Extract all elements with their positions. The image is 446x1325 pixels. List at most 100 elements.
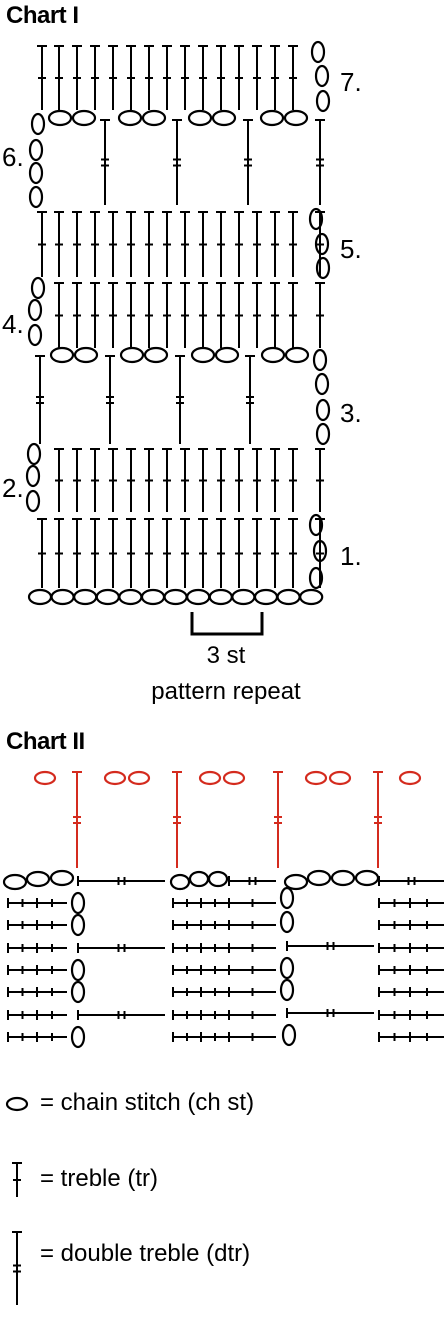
row-label-2: 2. [2,473,24,503]
chain-stitch [312,539,328,563]
double-treble-stitch [12,1231,22,1305]
double-treble-stitch [273,771,283,868]
chain-stitch [253,588,279,606]
chain-stitch [207,870,229,888]
treble-stitch [216,518,226,588]
treble-stitch [7,987,37,997]
treble-stitch [252,211,262,277]
chain-stitch [281,1023,297,1047]
treble-stitch [315,448,325,512]
double-treble-stitch [77,876,165,886]
chain-stitch [328,770,352,786]
treble-stitch [288,518,298,588]
treble-stitch [144,45,154,110]
treble-stitch [144,518,154,588]
chain-stitch [260,346,286,364]
treble-stitch [288,282,298,348]
treble-stitch [162,282,172,348]
chain-stitch [5,1096,29,1112]
treble-stitch [228,920,276,930]
treble-stitch [378,943,410,953]
treble-stitch [7,943,37,953]
treble-stitch [126,518,136,588]
treble-stitch [180,518,190,588]
treble-stitch [54,282,64,348]
chain-stitch [50,588,75,606]
double-treble-stitch [286,941,374,951]
treble-stitch [54,45,64,110]
treble-stitch [409,1010,444,1020]
treble-stitch [7,898,37,908]
chain-stitch [310,40,326,64]
treble-stitch [234,518,244,588]
treble-stitch [270,518,280,588]
row-label-4: 4. [2,309,24,339]
double-treble-stitch [243,119,253,205]
treble-stitch [12,1162,22,1197]
treble-stitch [270,282,280,348]
chain-stitch [208,588,233,606]
chain-stitch [222,770,246,786]
treble-stitch [409,943,444,953]
treble-stitch [144,211,154,277]
treble-stitch [108,211,118,277]
treble-stitch [7,920,37,930]
chain-stitch [28,138,44,162]
chart2-diagram [2,770,444,1049]
chain-stitch [73,346,99,364]
treble-stitch [172,1032,201,1042]
treble-stitch [162,518,172,588]
chain-stitch [143,346,169,364]
chain-stitch [169,873,191,891]
treble-stitch [180,45,190,110]
treble-stitch [172,920,201,930]
chain-stitch [211,109,237,127]
treble-stitch [180,448,190,512]
treble-stitch [90,211,100,277]
chain-stitch [214,346,240,364]
chain-stitch [283,109,309,127]
chart1-diagram [25,40,331,636]
treble-stitch [216,282,226,348]
chain-stitch [315,89,331,113]
treble-stitch [108,45,118,110]
treble-stitch [200,1032,229,1042]
row-label-5: 5. [340,234,362,264]
double-treble-stitch [100,119,110,205]
chart2-title: Chart II [6,728,85,755]
double-treble-stitch [172,771,182,868]
treble-stitch [144,448,154,512]
treble-stitch [228,965,276,975]
treble-stitch [409,965,444,975]
chain-stitch [354,869,380,887]
treble-stitch [198,282,208,348]
double-treble-stitch [77,943,165,953]
chain-stitch [27,323,43,347]
chain-stitch [308,566,324,590]
chain-stitch [95,588,120,606]
legend-chain-label: = chain stitch (ch st) [40,1089,255,1116]
double-treble-stitch [172,119,182,205]
legend-double-treble-label: = double treble (dtr) [40,1240,251,1267]
chain-stitch [284,346,310,364]
chain-stitch [314,64,330,88]
treble-stitch [378,1032,410,1042]
treble-stitch [198,211,208,277]
legend-symbols [5,1096,29,1305]
treble-stitch [172,965,201,975]
treble-stitch [54,448,64,512]
treble-stitch [216,45,226,110]
treble-stitch [200,943,229,953]
chain-stitch [398,770,422,786]
treble-stitch [234,282,244,348]
treble-stitch [172,1010,201,1020]
double-treble-stitch [175,355,185,444]
treble-stitch [162,448,172,512]
chain-stitch [30,112,46,136]
treble-stitch [288,448,298,512]
chain-stitch [141,109,167,127]
treble-stitch [36,943,67,953]
treble-stitch [378,965,410,975]
chain-stitch [140,588,166,606]
treble-stitch [378,898,410,908]
